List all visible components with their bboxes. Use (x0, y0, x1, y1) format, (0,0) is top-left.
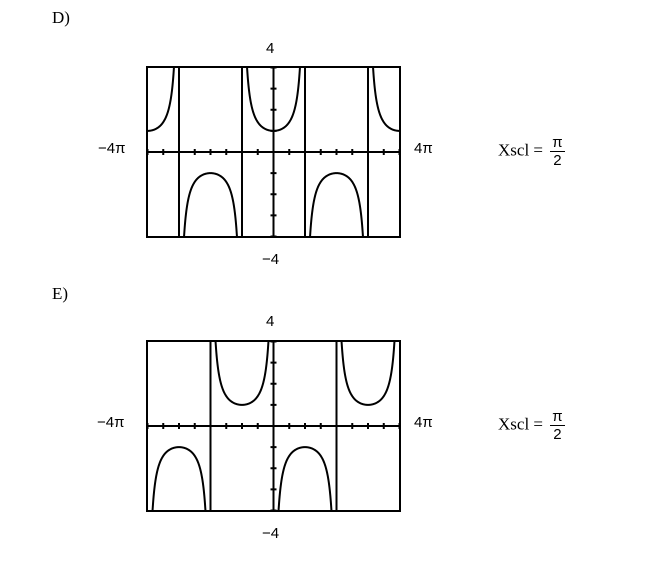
function-curve-d (146, 66, 401, 238)
x-min-label-e: −4π (97, 414, 125, 431)
y-min-label-e: −4 (262, 525, 280, 542)
x-min-label-d: −4π (98, 140, 126, 157)
xscl-note-e: Xscl = π 2 (498, 408, 565, 443)
xscl-denominator-e: 2 (553, 426, 562, 443)
x-max-label-d: 4π (414, 140, 433, 157)
xscl-label-d: Xscl = (498, 140, 543, 160)
graph-screen-e (146, 340, 401, 512)
x-max-label-e: 4π (414, 414, 433, 431)
xscl-label-e: Xscl = (498, 414, 543, 434)
function-curve-e (151, 340, 396, 512)
y-min-label-d: −4 (262, 251, 280, 268)
option-label-e: E) (52, 284, 69, 303)
y-max-label-d: 4 (266, 40, 275, 57)
y-max-label-e: 4 (266, 313, 275, 330)
option-label-d: D) (52, 8, 70, 27)
xscl-denominator-d: 2 (553, 152, 562, 169)
xscl-fraction-e: π 2 (550, 408, 565, 443)
graph-screen-d (146, 66, 401, 238)
xscl-note-d: Xscl = π 2 (498, 134, 565, 169)
xscl-fraction-d: π 2 (550, 134, 565, 169)
xscl-numerator-e: π (550, 408, 565, 426)
xscl-numerator-d: π (550, 134, 565, 152)
